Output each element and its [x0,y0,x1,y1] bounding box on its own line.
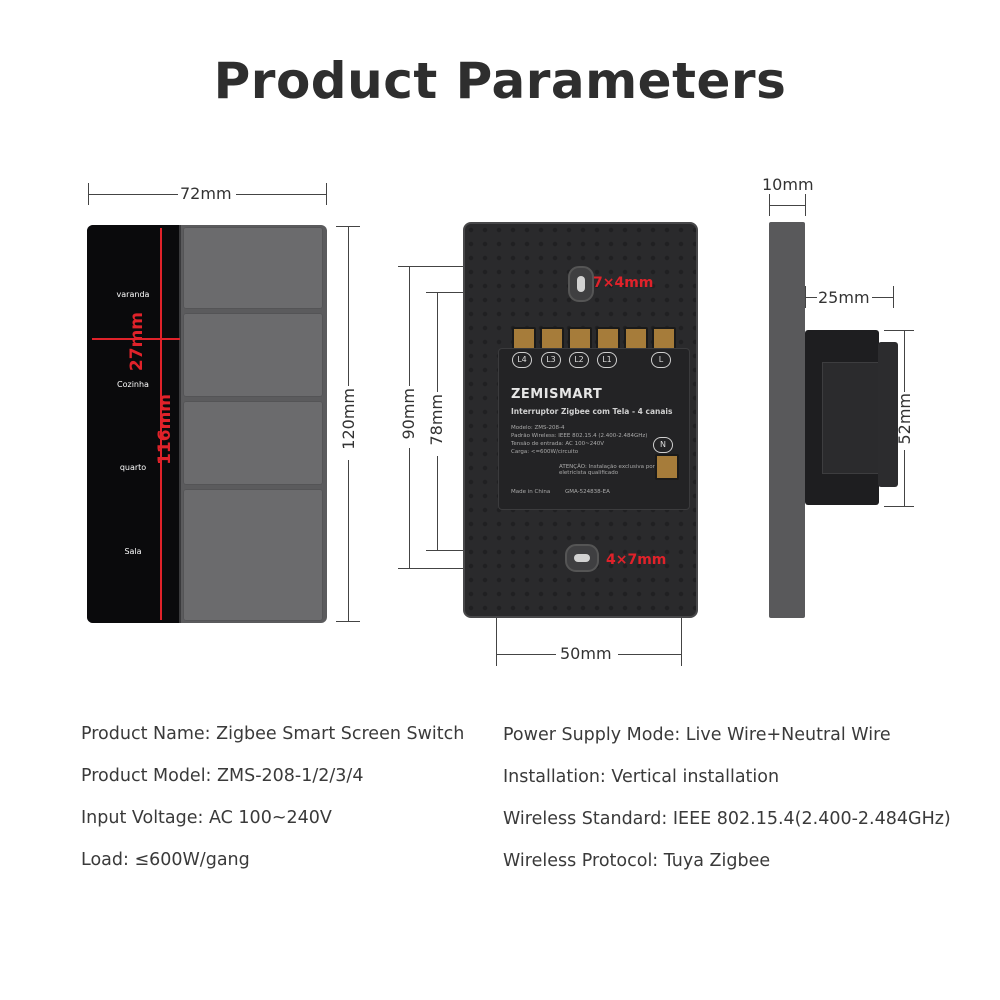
front-height-label: 120mm [339,388,358,450]
dim-line [409,448,410,568]
back-inner-height-label: 78mm [427,394,446,446]
channel-label[interactable]: Cozinha [117,380,149,389]
cert-text: GMA-524838-EA [565,489,610,495]
dim-line [437,456,438,550]
switch-key-2[interactable] [183,313,323,397]
dim-line [88,194,178,195]
module-line: Padrão Wireless: IEEE 802.15.4 (2.400-2.… [511,433,648,439]
screen-height-label: 116mm [155,394,175,465]
touch-screen[interactable]: varanda Cozinha quarto Sala [87,225,181,623]
channel-label[interactable]: varanda [116,290,150,299]
spec-power-supply: Power Supply Mode: Live Wire+Neutral Wir… [503,725,891,745]
dim-line [904,330,905,392]
dim-line [348,460,349,621]
terminal-label: L2 [569,352,589,368]
brand-logo: ZEMISMART [511,387,603,402]
mounting-hole-top [568,266,594,302]
terminal-screw-neutral [655,454,679,480]
screen-width-line [92,338,180,340]
hole-bottom-label: 4×7mm [606,552,667,568]
module-line: Tensão de entrada: AC 100~240V [511,441,605,447]
side-housing [822,362,884,474]
screen-width-label: 27mm [127,312,147,372]
dim-tick [426,550,466,551]
spec-load: Load: ≤600W/gang [81,850,250,870]
module-title: Interruptor Zigbee com Tela - 4 canais [511,407,673,416]
warning-text: ATENÇÃO: Instalação exclusiva por eletri… [559,464,655,476]
side-depth-label: 25mm [818,288,870,307]
dim-line [437,292,438,392]
front-panel: varanda Cozinha quarto Sala [87,225,327,623]
dim-tick [496,618,497,666]
back-outer-height-label: 90mm [399,388,418,440]
dim-tick [805,194,806,216]
dim-line [872,297,893,298]
terminal-label-neutral: N [653,437,673,453]
dim-line [496,654,556,655]
made-in-text: Made in China [511,489,551,495]
dim-line [618,654,681,655]
switch-key-3[interactable] [183,401,323,485]
screen-height-line [160,228,162,620]
spec-wireless-standard: Wireless Standard: IEEE 802.15.4(2.400-2… [503,809,951,829]
dim-tick [398,266,466,267]
switch-key-1[interactable] [183,227,323,309]
dim-tick [398,568,466,569]
channel-label[interactable]: quarto [119,463,147,472]
dim-tick [336,621,360,622]
spec-installation: Installation: Vertical installation [503,767,780,787]
dim-tick [681,618,682,666]
module-line: Modelo: ZMS-208-4 [511,425,565,431]
dim-line [805,297,817,298]
module-line: Carga: <=600W/circuito [511,449,579,455]
dim-line [769,205,805,206]
switch-key-4[interactable] [183,489,323,621]
mounting-hole-bottom [565,544,599,572]
dim-line [409,266,410,386]
dim-tick [426,292,466,293]
side-thickness-label: 10mm [762,175,814,194]
module-label: ZEMISMART Interruptor Zigbee com Tela - … [498,348,690,510]
spec-wireless-protocol: Wireless Protocol: Tuya Zigbee [503,851,771,871]
front-width-label: 72mm [180,184,232,203]
terminal-label: L4 [512,352,532,368]
spec-input-voltage: Input Voltage: AC 100~240V [81,808,332,828]
back-width-label: 50mm [560,644,612,663]
dim-line [348,226,349,386]
side-housing-back [878,342,898,487]
side-plate [769,222,805,618]
spec-product-name: Product Name: Zigbee Smart Screen Switch [81,724,465,744]
dim-tick [893,286,894,308]
dim-line [904,450,905,506]
page-title: Product Parameters [213,52,787,110]
hole-top-label: 7×4mm [593,275,654,291]
spec-product-model: Product Model: ZMS-208-1/2/3/4 [81,766,364,786]
terminal-label: L1 [597,352,617,368]
dim-tick [884,330,914,331]
dim-line [236,194,326,195]
terminal-label: L [651,352,671,368]
dim-tick [326,183,327,205]
dim-tick [884,506,914,507]
channel-label[interactable]: Sala [124,547,142,556]
terminal-label: L3 [541,352,561,368]
side-height-label: 52mm [895,393,914,445]
